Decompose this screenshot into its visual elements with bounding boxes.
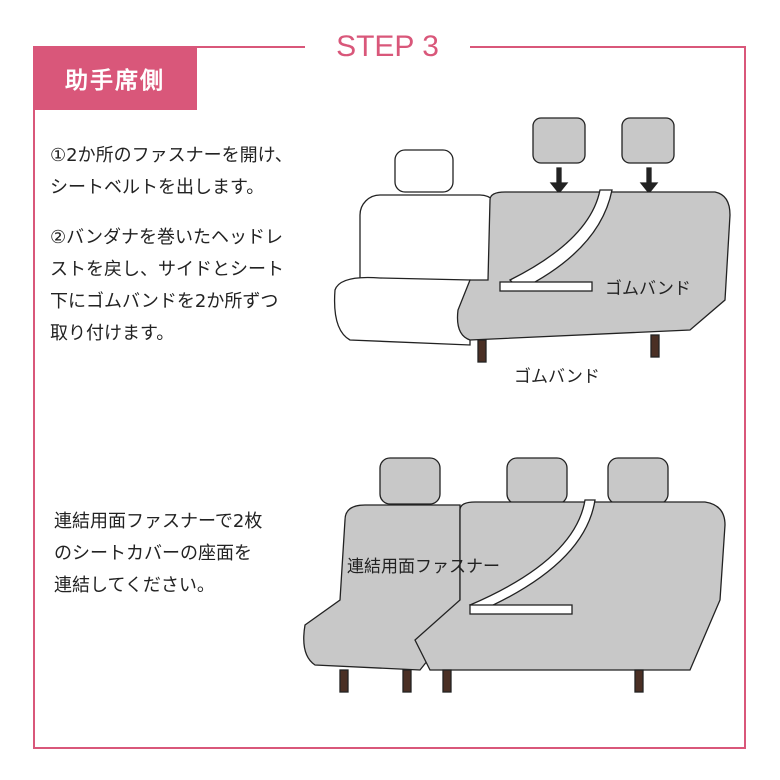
- seat-leg: [339, 669, 349, 693]
- headrest-left: [532, 117, 586, 164]
- headrest-right: [621, 117, 675, 164]
- bottom-illustration: [303, 457, 726, 693]
- text-line: ①2か所のファスナーを開け、: [50, 145, 293, 166]
- label-band-bottom: ゴムバンド: [512, 362, 602, 387]
- front-seat-cushion: [333, 276, 471, 346]
- arrow-down-icon: [549, 167, 569, 195]
- seat-leg: [402, 669, 412, 693]
- text-line: 連結してください。: [54, 575, 215, 596]
- text-line: シートベルトを出します。: [50, 177, 265, 198]
- headrest: [379, 457, 441, 505]
- text-line: ②バンダナを巻いたヘッドレ: [50, 227, 284, 248]
- rear-seat-cover: [456, 191, 731, 341]
- arrow-down-icon: [639, 167, 659, 195]
- seat-leg: [477, 339, 487, 363]
- side-badge: 助手席側: [33, 46, 197, 110]
- title-gap: [305, 36, 470, 58]
- text-line: 連結用面ファスナーで2枚: [54, 511, 263, 532]
- text-line: のシートカバーの座面を: [54, 543, 252, 564]
- label-band-side: ゴムバンド: [605, 279, 691, 299]
- text-line: 下にゴムバンドを2か所ずつ: [50, 291, 279, 312]
- headrest: [607, 457, 669, 505]
- instruction-1: ①2か所のファスナーを開け、 シートベルトを出します。: [50, 140, 293, 204]
- seat-leg: [650, 334, 660, 358]
- headrest-front: [394, 149, 454, 193]
- instruction-2: ②バンダナを巻いたヘッドレ ストを戻し、サイドとシート 下にゴムバンドを2か所ず…: [50, 222, 284, 350]
- text-line: ストを戻し、サイドとシート: [50, 259, 284, 280]
- right-seat-cover: [414, 501, 726, 671]
- belt-buckle: [469, 604, 573, 615]
- top-illustration: [333, 117, 731, 363]
- step-title: STEP 3: [336, 30, 439, 63]
- left-seat-cover: [303, 504, 461, 671]
- label-fastener: 連結用面ファスナー: [347, 557, 500, 577]
- seat-leg: [634, 669, 644, 693]
- belt-buckle: [499, 281, 593, 292]
- headrest: [506, 457, 568, 505]
- text-line: 取り付けます。: [50, 323, 175, 344]
- seat-leg: [442, 669, 452, 693]
- instruction-connect: 連結用面ファスナーで2枚 のシートカバーの座面を 連結してください。: [54, 506, 262, 602]
